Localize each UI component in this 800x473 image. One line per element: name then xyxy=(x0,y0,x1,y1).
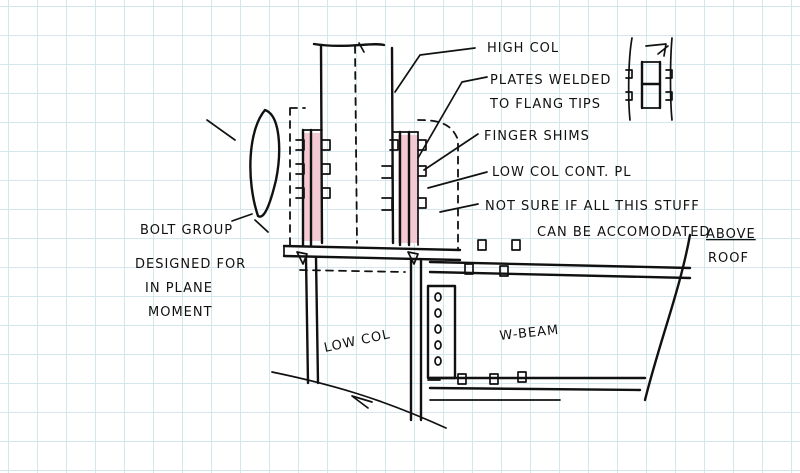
label-bolt-group-1: BOLT GROUP xyxy=(140,223,233,238)
splice-plate-highlight-left xyxy=(303,133,322,241)
label-not-sure-2: CAN BE ACCOMODATED xyxy=(537,225,710,240)
label-w-beam: W-BEAM xyxy=(499,323,560,344)
label-plates-welded-2: TO FLANG TIPS xyxy=(489,97,601,112)
label-bolt-group-2: DESIGNED FOR xyxy=(135,257,246,272)
label-low-col: LOW COL xyxy=(323,327,392,356)
label-roof: ROOF xyxy=(708,251,749,266)
high-column xyxy=(312,42,395,245)
bolt-group-bubble xyxy=(249,108,281,218)
splice-envelope-dashed xyxy=(289,107,459,251)
label-plates-welded-1: PLATES WELDED xyxy=(490,73,611,88)
leader-lines xyxy=(231,47,488,233)
column-section-detail xyxy=(625,37,673,121)
label-finger-shims: FINGER SHIMS xyxy=(484,129,590,144)
label-bolt-group-4: MOMENT xyxy=(148,305,213,320)
w-beam xyxy=(428,233,692,402)
label-bolt-group-3: IN PLANE xyxy=(145,281,213,296)
continuity-plate xyxy=(282,244,462,273)
shear-tab xyxy=(426,284,457,381)
label-not-sure-1: NOT SURE IF ALL THIS STUFF xyxy=(485,199,700,214)
label-above: ABOVE xyxy=(706,227,756,242)
bolt-group-tick xyxy=(206,119,236,141)
label-high-col: HIGH COL xyxy=(487,41,559,56)
label-low-col-cont: LOW COL CONT. PL xyxy=(492,165,631,180)
low-column xyxy=(271,256,447,429)
